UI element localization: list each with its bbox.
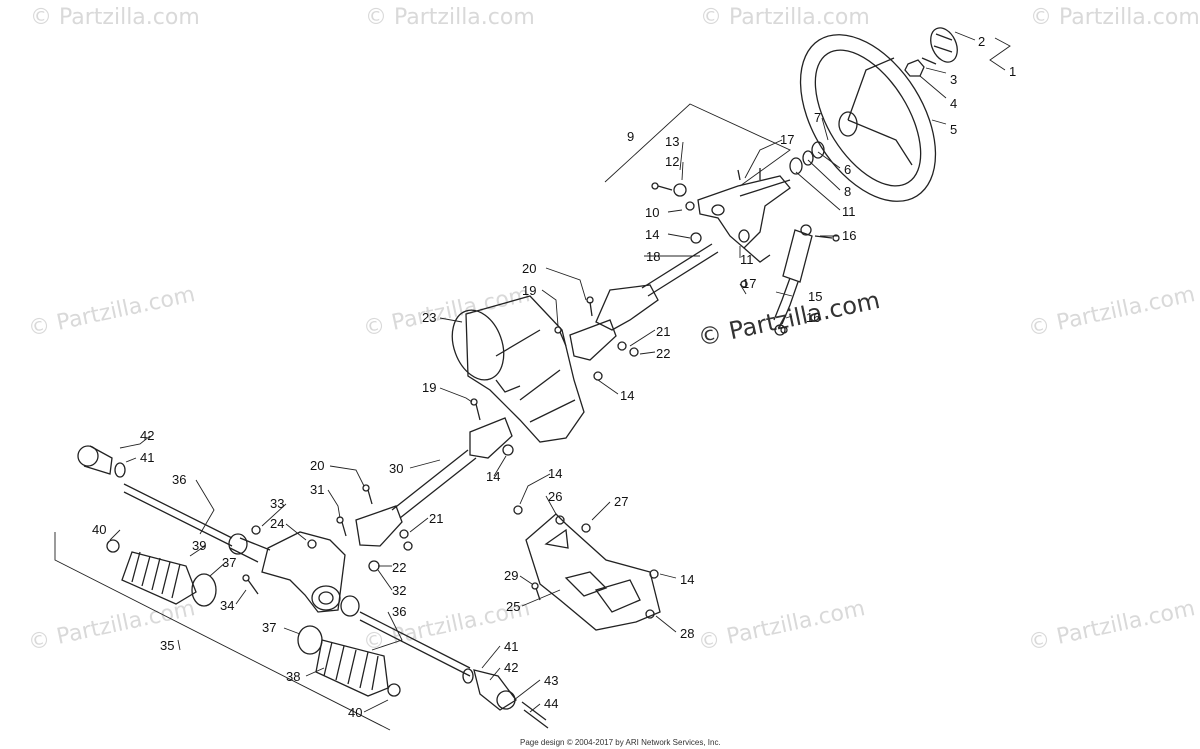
callout-16: 16 (842, 228, 856, 243)
callout-14: 14 (548, 466, 562, 481)
callout-32: 32 (392, 583, 406, 598)
watermark: © Partzilla.com (696, 596, 867, 656)
callout-18: 18 (646, 249, 660, 264)
callout-20: 20 (522, 261, 536, 276)
steering-wheel (799, 34, 937, 202)
watermark-main: © Partzilla.com (695, 286, 882, 352)
callout-16: 16 (806, 310, 820, 325)
callout-14: 14 (486, 469, 500, 484)
callout-12: 12 (665, 154, 679, 169)
tie-rod-end-left (77, 445, 126, 478)
callout-33: 33 (270, 496, 284, 511)
callout-14: 14 (645, 227, 659, 242)
callout-40: 40 (92, 522, 106, 537)
callout-4: 4 (950, 96, 957, 111)
callout-29: 29 (504, 568, 518, 583)
horn-cap (930, 27, 958, 63)
callout-26: 26 (548, 489, 562, 504)
fasteners (242, 182, 788, 619)
watermark: © Partzilla.com (361, 282, 532, 342)
watermark: © Partzilla.com (1026, 282, 1197, 342)
callout-9: 9 (627, 129, 634, 144)
callout-24: 24 (270, 516, 284, 531)
callout-39: 39 (192, 538, 206, 553)
watermark: © Partzilla.com (30, 5, 200, 30)
clamps (106, 539, 401, 697)
callout-23: 23 (422, 310, 436, 325)
callout-11: 11 (842, 204, 856, 219)
callout-25: 25 (506, 599, 520, 614)
callout-44: 44 (544, 696, 558, 711)
callout-36: 36 (172, 472, 186, 487)
rack-guard-plate (525, 513, 661, 631)
callout-42: 42 (504, 660, 518, 675)
callout-42: 42 (140, 428, 154, 443)
callout-17: 17 (780, 132, 794, 147)
gas-spring (773, 224, 813, 336)
callout-30: 30 (389, 461, 403, 476)
callout-40: 40 (348, 705, 362, 720)
watermark: © Partzilla.com (1030, 5, 1200, 30)
callout-22: 22 (392, 560, 406, 575)
callout-41: 41 (504, 639, 518, 654)
wheel-nut (904, 57, 937, 77)
tie-rod-right (359, 611, 471, 677)
steering-rack (228, 531, 360, 617)
callout-15: 15 (808, 289, 822, 304)
tie-rod-end-right (462, 668, 549, 729)
leader-lines (54, 31, 1011, 731)
eps-motor-unit (451, 295, 585, 443)
callout-3: 3 (950, 72, 957, 87)
footer-copyright: Page design © 2004-2017 by ARI Network S… (520, 738, 721, 747)
steering-shaft-washers (789, 141, 825, 175)
callout-6: 6 (844, 162, 851, 177)
callout-28: 28 (680, 626, 694, 641)
lower-shaft (355, 417, 513, 547)
callout-10: 10 (645, 205, 659, 220)
callout-41: 41 (140, 450, 154, 465)
callout-36: 36 (392, 604, 406, 619)
callout-19: 19 (422, 380, 436, 395)
callout-14: 14 (620, 388, 634, 403)
callout-11: 11 (740, 252, 754, 267)
callout-22: 22 (656, 346, 670, 361)
callout-labels: 1 2 3 4 5 6 7 8 9 10 11 11 12 13 14 14 1… (92, 34, 1016, 720)
steering-column-bracket (697, 168, 791, 263)
callout-5: 5 (950, 122, 957, 137)
watermark-group: © Partzilla.com © Partzilla.com © Partzi… (26, 5, 1200, 656)
watermark: © Partzilla.com (1026, 596, 1197, 656)
watermark: © Partzilla.com (700, 5, 870, 30)
callout-1: 1 (1009, 64, 1016, 79)
boot-right (315, 639, 389, 697)
callout-38: 38 (286, 669, 300, 684)
intermediate-shaft (569, 243, 719, 361)
callout-37: 37 (222, 555, 236, 570)
watermark: © Partzilla.com (365, 5, 535, 30)
callout-27: 27 (614, 494, 628, 509)
callout-21: 21 (429, 511, 443, 526)
callout-20: 20 (310, 458, 324, 473)
tie-rod-left (123, 483, 233, 547)
callout-14: 14 (680, 572, 694, 587)
bolt-16 (814, 234, 840, 242)
callout-21: 21 (656, 324, 670, 339)
callout-13: 13 (665, 134, 679, 149)
callout-37: 37 (262, 620, 276, 635)
callout-2: 2 (978, 34, 985, 49)
callout-34: 34 (220, 598, 234, 613)
callout-19: 19 (522, 283, 536, 298)
callout-17: 17 (742, 276, 756, 291)
callout-7: 7 (814, 110, 821, 125)
callout-35: 35 (160, 638, 174, 653)
callout-31: 31 (310, 482, 324, 497)
callout-43: 43 (544, 673, 558, 688)
boot-left (121, 551, 197, 605)
callout-8: 8 (844, 184, 851, 199)
watermark: © Partzilla.com (26, 282, 197, 342)
